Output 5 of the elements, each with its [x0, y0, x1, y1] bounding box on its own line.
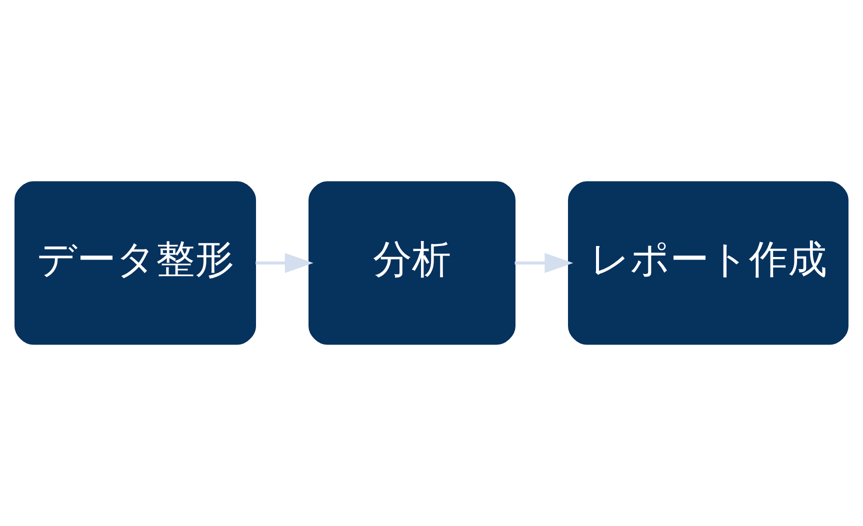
arrow — [256, 253, 314, 273]
node-box: 分析 — [308, 181, 516, 345]
arrow — [514, 253, 574, 273]
node-box: レポート作成 — [568, 181, 848, 345]
node-box: データ整形 — [14, 181, 256, 345]
